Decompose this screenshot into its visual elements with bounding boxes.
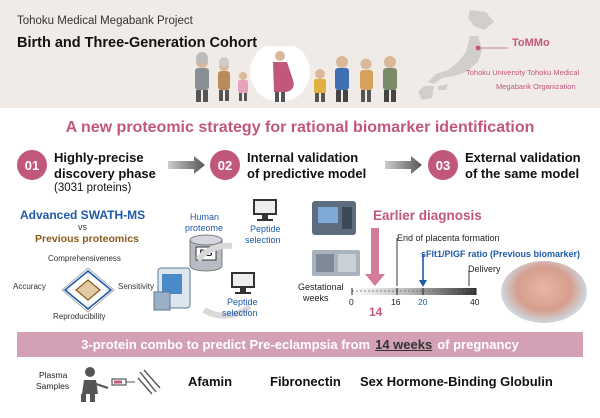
radar-diagram: [61, 267, 115, 313]
swath-ms-label: Advanced SWATH-MS: [20, 208, 146, 222]
earlier-diagnosis-label: Earlier diagnosis: [373, 208, 482, 223]
placenta-formation-label: End of placenta formation: [397, 233, 500, 243]
step-02-line1: Internal validation: [247, 150, 359, 165]
main-title: A new proteomic strategy for rational bi…: [65, 119, 535, 136]
radar-label-top: Comprehensiveness: [48, 254, 121, 263]
delivery-label: Delivery: [468, 264, 501, 274]
plasma-samples-line2: Samples: [36, 381, 70, 391]
plasma-samples-line1: Plasma: [39, 370, 68, 380]
protein-fibronectin: Fibronectin: [270, 374, 341, 389]
protein-afamin: Afamin: [188, 374, 233, 389]
child-figure: [238, 72, 248, 101]
gestation-timeline: [351, 228, 477, 295]
step-03-number: 03: [435, 157, 451, 173]
peptide-selection-top-line2: selection: [245, 235, 281, 245]
step-02-badge: 02: [210, 150, 240, 180]
gestational-weeks-line2: weeks: [303, 293, 329, 303]
radar-label-bottom: Reproducibility: [53, 312, 106, 321]
org-name-line2: Megabank Organization: [496, 82, 576, 91]
tommo-logo-text: ToMMo: [512, 37, 550, 49]
grandpa-figure: [195, 52, 209, 102]
peptide-selection-top-line1: Peptide: [250, 224, 281, 234]
tick-label-16: 16: [391, 297, 401, 307]
step-02-line2: of predictive model: [247, 166, 367, 181]
banner-text-post: of pregnancy: [437, 337, 519, 352]
peptide-selection-bottom-line2: selection: [222, 308, 258, 318]
step-03-line1: External validation: [465, 150, 581, 165]
radar-label-left: Accuracy: [13, 282, 46, 291]
banner-highlight: 14 weeks: [375, 337, 433, 352]
father-figure: [335, 56, 349, 102]
mass-spectrometer-icon: [153, 267, 191, 311]
step-01-line1: Highly-precise: [54, 150, 144, 165]
lc-ms-instrument-icon: [312, 201, 356, 235]
tick-label-14: 14: [369, 305, 383, 319]
org-name-line1: Tohoku University Tohoku Medical: [466, 68, 580, 77]
gestational-weeks-line1: Gestational: [298, 282, 344, 292]
step-01-line2: discovery phase: [54, 166, 156, 181]
family-illustration: [195, 46, 397, 102]
protein-shbg: Sex Hormone-Binding Globulin: [360, 374, 553, 389]
peptide-selection-bottom-line1: Peptide: [227, 297, 258, 307]
result-banner: 3-protein combo to predict Pre-eclampsia…: [17, 332, 583, 357]
tick-label-0: 0: [349, 297, 354, 307]
syringe-icon: [111, 378, 135, 386]
tick-label-40: 40: [470, 297, 480, 307]
step-01-number: 01: [24, 157, 40, 173]
step-arrow-2: [385, 156, 422, 174]
computer-icon-top: [253, 199, 277, 221]
step-01-badge: 01: [17, 150, 47, 180]
tick-label-20: 20: [418, 297, 428, 307]
japan-map-icon: [418, 10, 508, 100]
grandfather-figure: [383, 56, 397, 102]
step-02-number: 02: [217, 157, 233, 173]
boy-figure: [314, 69, 326, 102]
vs-label: vs: [78, 222, 87, 232]
grandma-figure: [218, 57, 230, 101]
human-proteome-line2: proteome: [185, 223, 224, 233]
computer-icon-bottom: [231, 272, 255, 294]
project-title: Tohoku Medical Megabank Project: [17, 15, 193, 27]
step-01-line3: (3031 proteins): [54, 182, 132, 194]
blood-sample-person-icon: [81, 367, 109, 402]
step-03-badge: 03: [428, 150, 458, 180]
previous-proteomics-label: Previous proteomics: [35, 233, 139, 245]
process-cycle-arrows: [195, 242, 253, 319]
radar-label-right: Sensitivity: [118, 282, 155, 291]
newborn-photo: [501, 261, 587, 323]
step-03-line2: of the same model: [465, 166, 580, 181]
grandmother-figure: [360, 58, 373, 102]
human-proteome-line1: Human: [190, 212, 220, 222]
banner-text-pre: 3-protein combo to predict Pre-eclampsia…: [81, 337, 371, 352]
pregnant-mother-figure: [250, 46, 310, 102]
step-arrow-1: [168, 156, 205, 174]
sample-tubes-icon: [137, 369, 161, 395]
cohort-title: Birth and Three-Generation Cohort: [17, 35, 258, 51]
lab-instrument-icon: [312, 250, 360, 276]
sflt-plgf-label: sFlt1/PlGF ratio (Previous biomarker): [421, 249, 581, 259]
